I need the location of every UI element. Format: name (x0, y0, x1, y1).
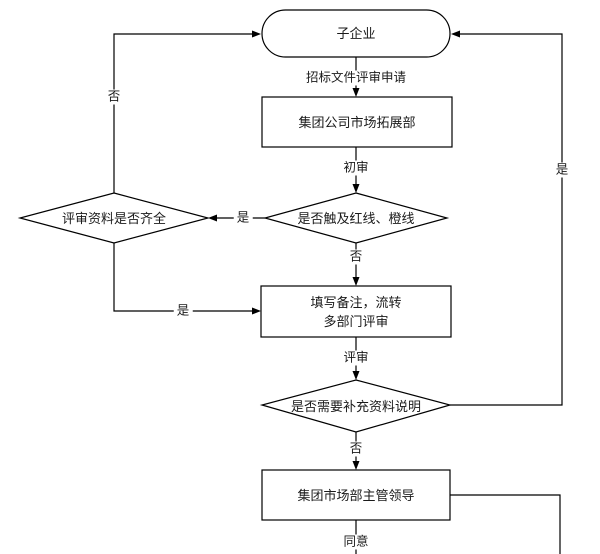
fill-remarks-rect-shape (260, 285, 452, 338)
edge-label-review: 评审 (340, 350, 372, 366)
edge-label-bid-review-request: 招标文件评审申请 (302, 70, 410, 86)
edge-label-yes-to-fill-remarks: 是 (173, 303, 193, 319)
edge-label-yes-between-diamonds: 是 (233, 210, 253, 226)
edge-label-initial-review: 初审 (340, 160, 372, 176)
edge-label-no-below-supplement: 否 (346, 441, 366, 457)
edge-label-agree: 同意 (340, 534, 372, 550)
arrowhead-down-icon (352, 277, 360, 286)
edge-material-to-remarks (113, 243, 252, 312)
edge-leader-right-down (450, 494, 561, 554)
arrowhead-down-icon (352, 88, 360, 97)
arrowhead-left-icon (451, 30, 460, 38)
start-terminator-shape (261, 9, 451, 58)
arrowhead-down-icon (352, 461, 360, 470)
arrowhead-down-icon (352, 371, 360, 380)
leader-rect-shape (261, 469, 451, 521)
edge-label-yes-right-return: 是 (552, 162, 572, 178)
material-check-diamond-shape (17, 192, 211, 244)
redline-check-diamond-shape (262, 192, 450, 244)
arrowhead-right-icon (252, 307, 261, 315)
edge-supplement-to-start (450, 33, 563, 406)
supplement-check-diamond-shape (259, 379, 453, 433)
arrowhead-left-icon (208, 214, 217, 222)
edge-label-no-left-return: 否 (104, 89, 124, 105)
arrowhead-down-icon (352, 184, 360, 193)
market-dept-rect-shape (261, 96, 453, 148)
edge-label-no-below-redline: 否 (346, 249, 366, 265)
arrowhead-right-icon (252, 30, 261, 38)
edge-material-to-start (113, 33, 252, 193)
